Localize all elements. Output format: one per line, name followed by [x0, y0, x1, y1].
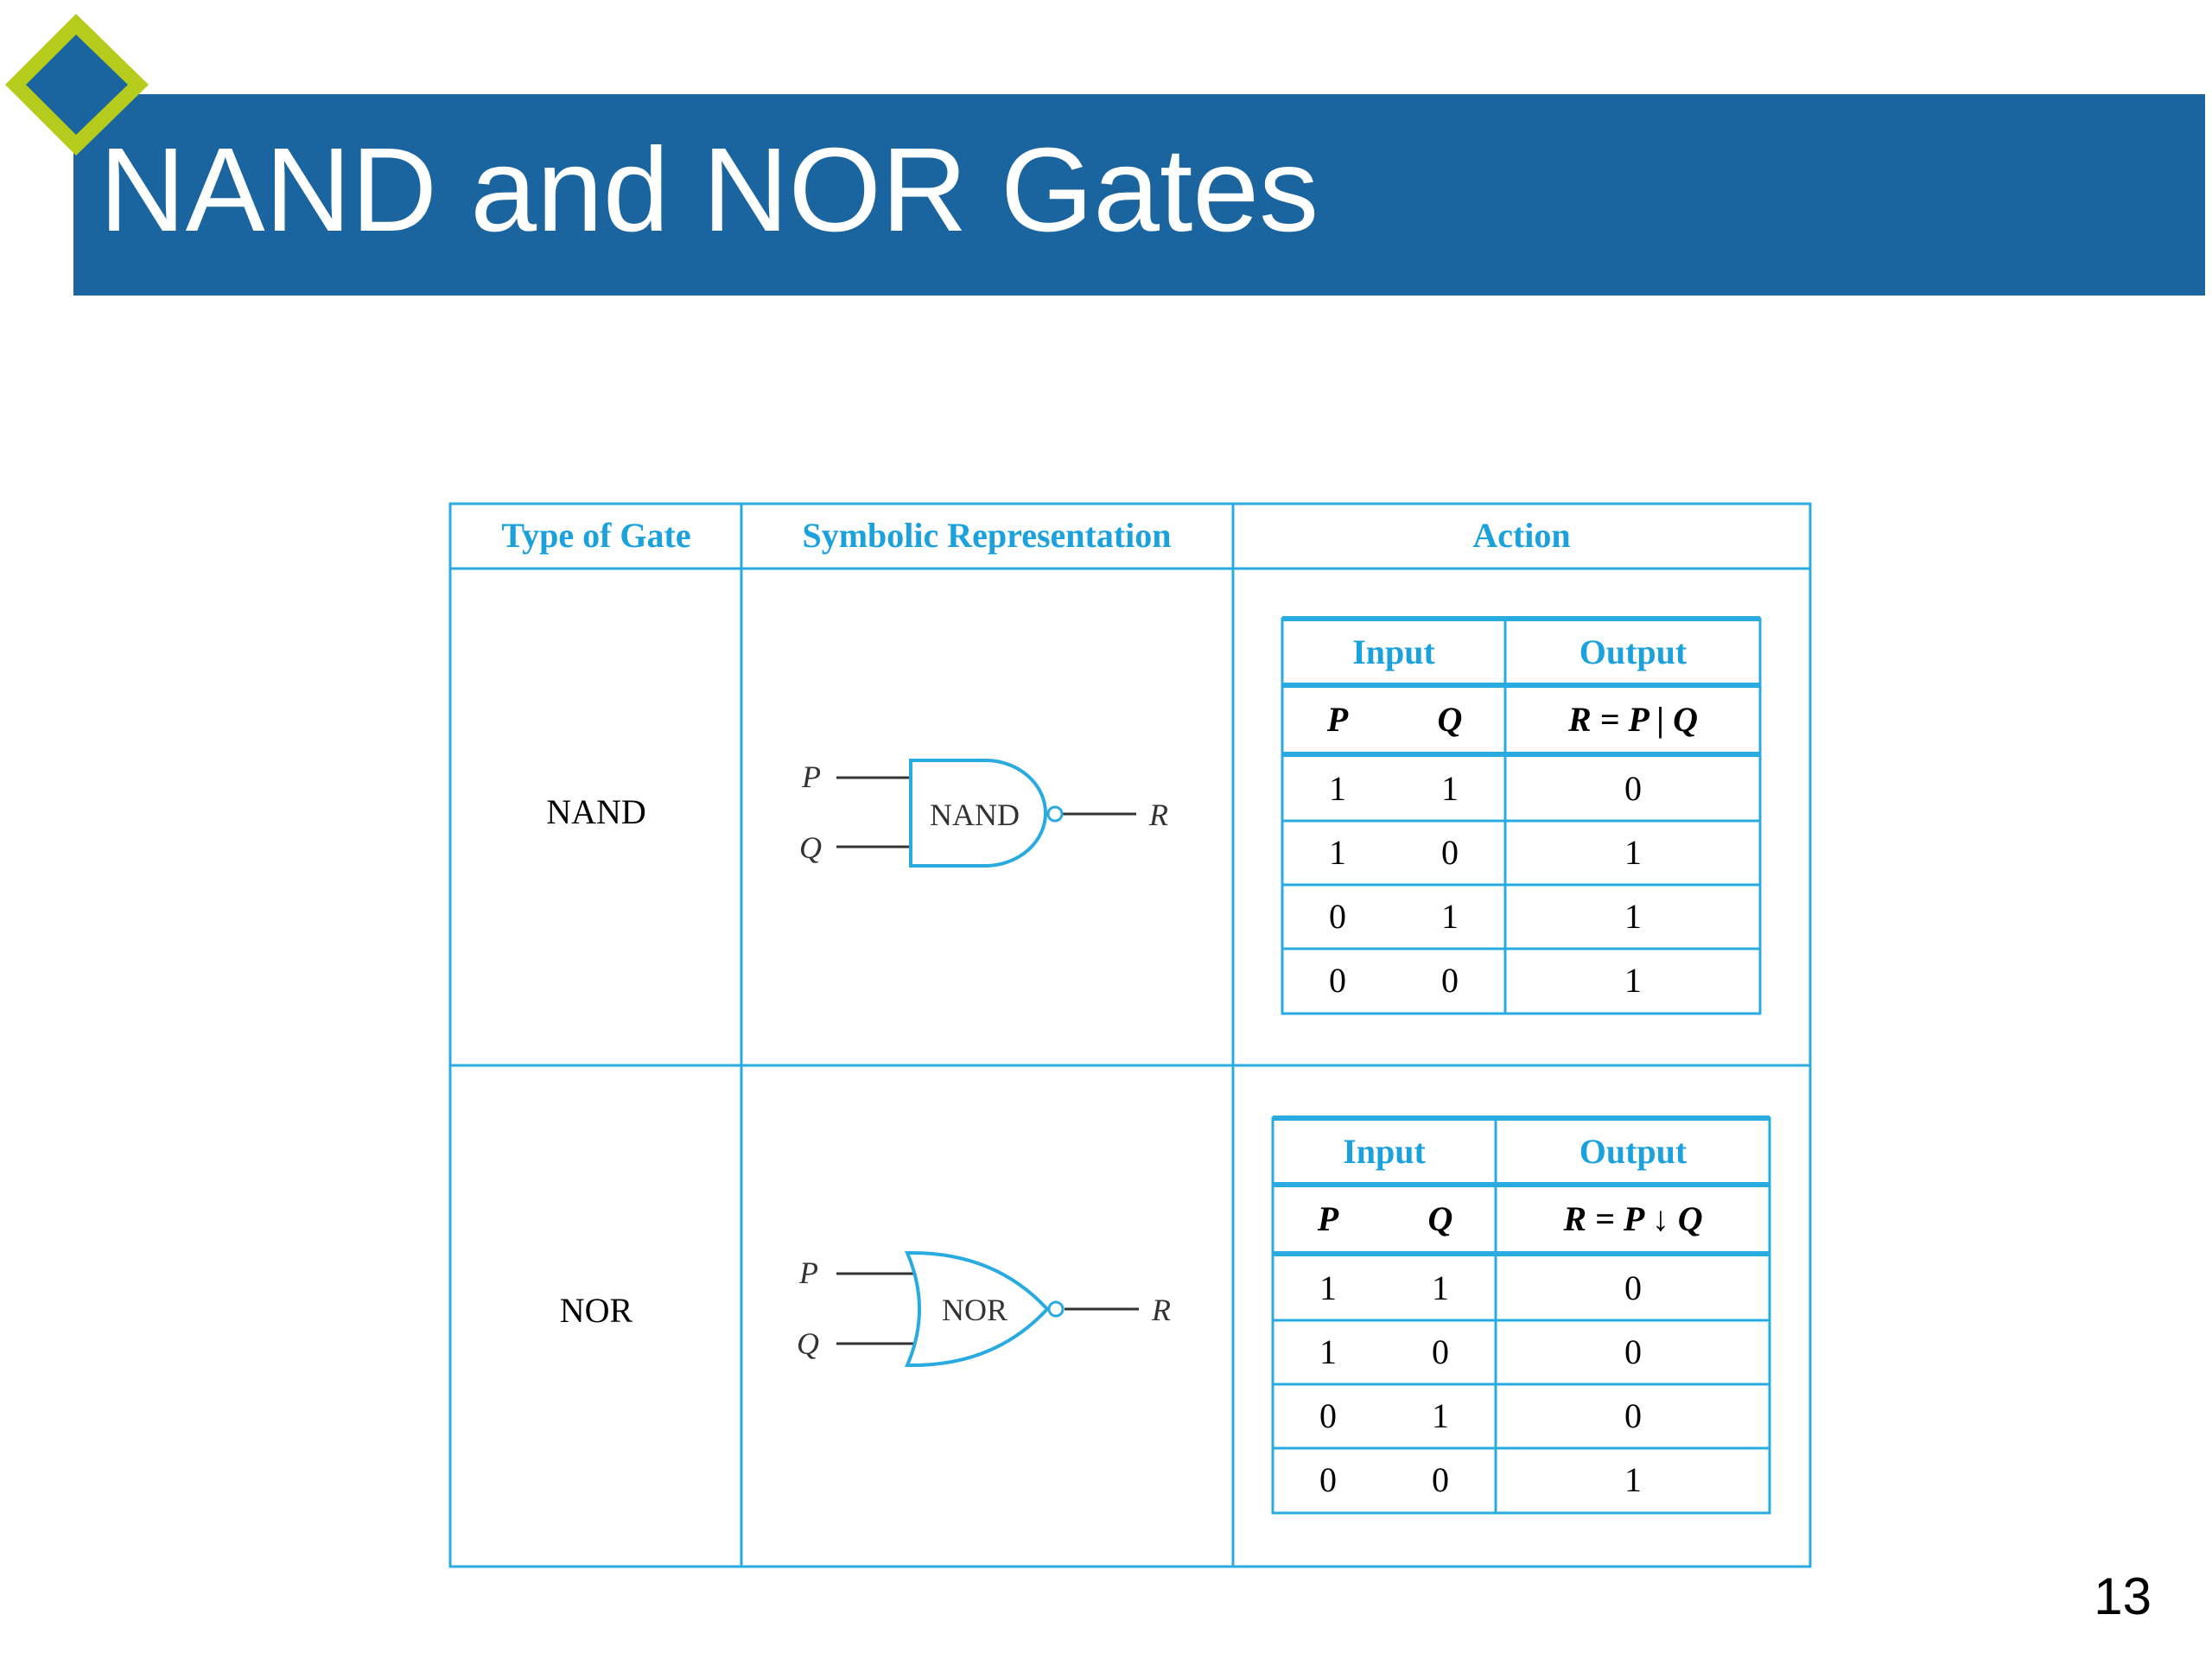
- nor-input-q-label: Q: [797, 1326, 819, 1361]
- nor-cell: 1: [1624, 1460, 1642, 1499]
- diamond-logo-icon: [5, 14, 149, 156]
- nand-input-q-label: Q: [799, 830, 822, 865]
- nor-cell: 0: [1624, 1396, 1642, 1435]
- nand-gate-symbol: P Q R NAND: [799, 759, 1168, 868]
- slide-title: NAND and NOR Gates: [99, 124, 1319, 257]
- nor-col-p: P: [1317, 1199, 1339, 1238]
- nor-cell: 0: [1432, 1460, 1449, 1499]
- nand-input-p-label: P: [801, 760, 821, 794]
- nand-cell: 0: [1441, 961, 1459, 1000]
- nor-cell: 1: [1319, 1268, 1337, 1307]
- nand-cell: 1: [1441, 769, 1459, 808]
- title-bar: [73, 94, 2205, 296]
- nand-output-r-label: R: [1148, 798, 1168, 832]
- nor-input-p-label: P: [798, 1255, 818, 1290]
- nor-col-r: R = P ↓ Q: [1562, 1199, 1702, 1238]
- nand-cell: 1: [1441, 897, 1459, 936]
- nand-cell: 0: [1624, 769, 1642, 808]
- nand-cell: 1: [1624, 961, 1642, 1000]
- nor-cell: 1: [1432, 1268, 1449, 1307]
- nor-gate-symbol: P Q R NOR: [797, 1250, 1171, 1368]
- nor-cell: 0: [1624, 1332, 1642, 1371]
- header-symbolic-representation: Symbolic Representation: [802, 516, 1171, 555]
- nand-cell: 1: [1624, 897, 1642, 936]
- gate-name-nor: NOR: [560, 1291, 633, 1330]
- table-border: [448, 502, 1812, 1568]
- nor-input-header: Input: [1343, 1132, 1426, 1171]
- page-number: 13: [2094, 1567, 2152, 1625]
- nand-cell: 1: [1329, 833, 1346, 872]
- nor-cell: 0: [1432, 1332, 1449, 1371]
- nand-cell: 1: [1329, 769, 1346, 808]
- nor-cell: 1: [1319, 1332, 1337, 1371]
- nand-col-r: R = P | Q: [1567, 700, 1698, 739]
- nor-cell: 0: [1319, 1396, 1337, 1435]
- nand-output-header: Output: [1580, 632, 1688, 671]
- nand-input-header: Input: [1352, 632, 1435, 671]
- nor-col-q: Q: [1428, 1199, 1453, 1238]
- nand-cell: 1: [1624, 833, 1642, 872]
- nand-col-p: P: [1326, 700, 1349, 739]
- nor-cell: 0: [1319, 1460, 1337, 1499]
- nand-cell: 0: [1329, 897, 1346, 936]
- nand-col-q: Q: [1438, 700, 1463, 739]
- header-action: Action: [1472, 516, 1570, 555]
- nand-cell: 0: [1441, 833, 1459, 872]
- nand-cell: 0: [1329, 961, 1346, 1000]
- nand-gate-label: NAND: [930, 798, 1020, 832]
- gate-name-nand: NAND: [546, 792, 646, 831]
- header-type-of-gate: Type of Gate: [501, 516, 690, 555]
- nor-gate-label: NOR: [942, 1293, 1007, 1327]
- nor-truth-table: Input Output P Q R = P ↓ Q 1 1 0 1 0 0 0…: [1317, 1132, 1703, 1499]
- nor-output-r-label: R: [1151, 1293, 1171, 1327]
- nand-truth-table: Input Output P Q R = P | Q 1 1 0 1 0 1 0…: [1326, 632, 1698, 1000]
- nor-cell: 1: [1432, 1396, 1449, 1435]
- nor-cell: 0: [1624, 1268, 1642, 1307]
- nor-output-header: Output: [1580, 1132, 1688, 1171]
